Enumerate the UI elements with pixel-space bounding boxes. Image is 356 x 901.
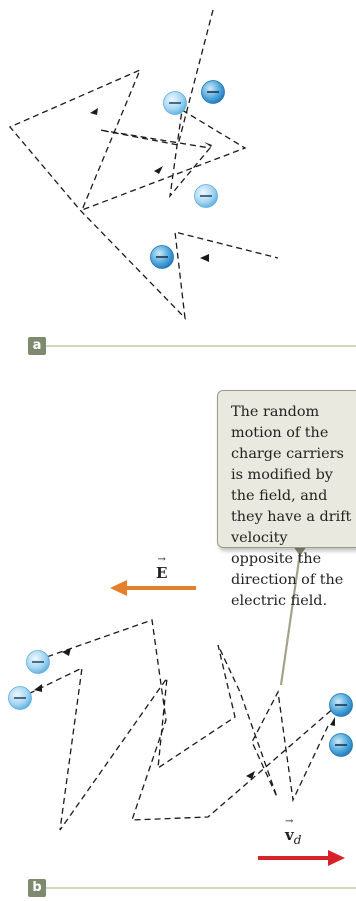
electron-icon [330,734,353,757]
drift-vector-subscript: d [294,833,302,847]
electron-icon [195,185,218,208]
vector-arrow-mark: → [285,816,293,827]
drift-velocity-arrow [258,850,345,866]
callout-box: The random motion of the charge carriers… [217,390,356,548]
electron-icon [330,694,353,717]
path-arrowhead [330,717,335,726]
drift-vector-symbol: v [285,826,294,844]
electric-field-arrow [110,580,196,596]
electron-icon [9,687,32,710]
path-arrowhead [90,108,98,115]
panel-a-random-path [10,10,278,318]
field-vector-symbol: E [156,564,167,582]
electron-icon [164,92,187,115]
path-arrowhead [154,166,163,174]
vector-arrow-mark: → [156,554,167,565]
electron-icon [151,246,174,269]
callout-text: The random motion of the charge carriers… [231,404,351,609]
field-vector-label: → E [156,564,167,582]
path-arrowhead [34,684,42,692]
drift-vector-label: → vd [285,826,301,847]
path-arrowhead [204,142,212,147]
panel-b-path-arrows [34,648,335,779]
electron-icon [27,651,50,674]
electron-icon [202,81,225,104]
path-arrowhead [62,648,71,656]
panel-label-a: a [28,337,46,355]
panel-label-b: b [28,879,46,897]
path-arrowhead [200,254,209,262]
